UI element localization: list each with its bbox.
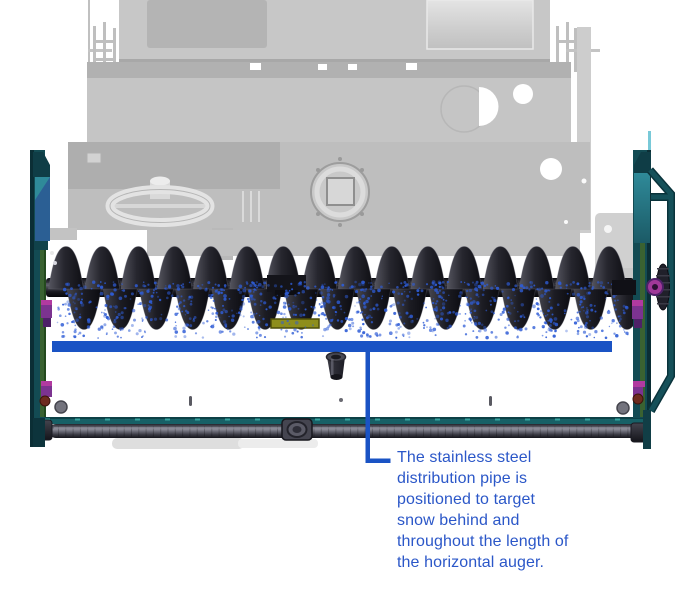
horizontal-auger: [46, 246, 645, 330]
lower-frame: [33, 351, 648, 449]
annotation-line: The stainless steel: [397, 449, 532, 466]
top-housing-panel-raised: [426, 0, 534, 50]
left-hydraulic-fitting-lower: [39, 381, 52, 407]
pipe-tick-marks: [54, 426, 634, 437]
outrigger-frame: [648, 168, 674, 413]
mid-panel: [87, 78, 571, 142]
right-hydraulic-fitting-upper: [632, 300, 643, 328]
annotation-line: the horizontal auger.: [397, 554, 545, 571]
machine-body-faded: [47, 0, 638, 284]
mid-band: [87, 62, 571, 78]
annotation-line: distribution pipe is: [397, 470, 528, 487]
auger-upper-flights: [48, 246, 627, 290]
left-side-plate: [30, 150, 68, 447]
half-moon-cutout: [479, 87, 499, 126]
pipe-coupling: [281, 418, 313, 441]
right-hydraulic-fitting-lower: [632, 381, 645, 405]
circle-cutout-right: [540, 158, 562, 180]
rear-roller-pipe: [49, 424, 639, 438]
top-housing-panel-dark: [147, 0, 267, 48]
annotation-line: snow behind and: [397, 512, 520, 529]
distribution-pipe-highlight: [52, 341, 612, 352]
right-plate-teal-panel: [634, 173, 650, 243]
annotation-text: The stainless steel distribution pipe is…: [397, 447, 568, 573]
nozzle-mount-bar: [270, 318, 320, 329]
frame-bottom-rail: [38, 417, 648, 424]
annotation-line: positioned to target: [397, 491, 536, 508]
drain-elbow-fitting: [325, 351, 347, 380]
bolt-right: [616, 401, 630, 415]
bolt-left: [54, 400, 68, 414]
left-hydraulic-fitting-upper: [41, 300, 52, 327]
center-bearing: [267, 275, 306, 292]
circle-cutout: [513, 84, 533, 104]
rail-tick-marks: [45, 418, 620, 421]
auger-drive-sprocket: [612, 263, 670, 311]
ground-shadow: [112, 438, 244, 449]
snow-spray-particles: [56, 280, 629, 340]
ladder-left: [93, 22, 116, 72]
drive-flange: [310, 157, 370, 227]
annotation-line: throughout the length of: [397, 533, 569, 550]
handwheel: [105, 176, 215, 227]
leader-line: [365, 352, 391, 463]
right-side-plate: [612, 131, 675, 449]
